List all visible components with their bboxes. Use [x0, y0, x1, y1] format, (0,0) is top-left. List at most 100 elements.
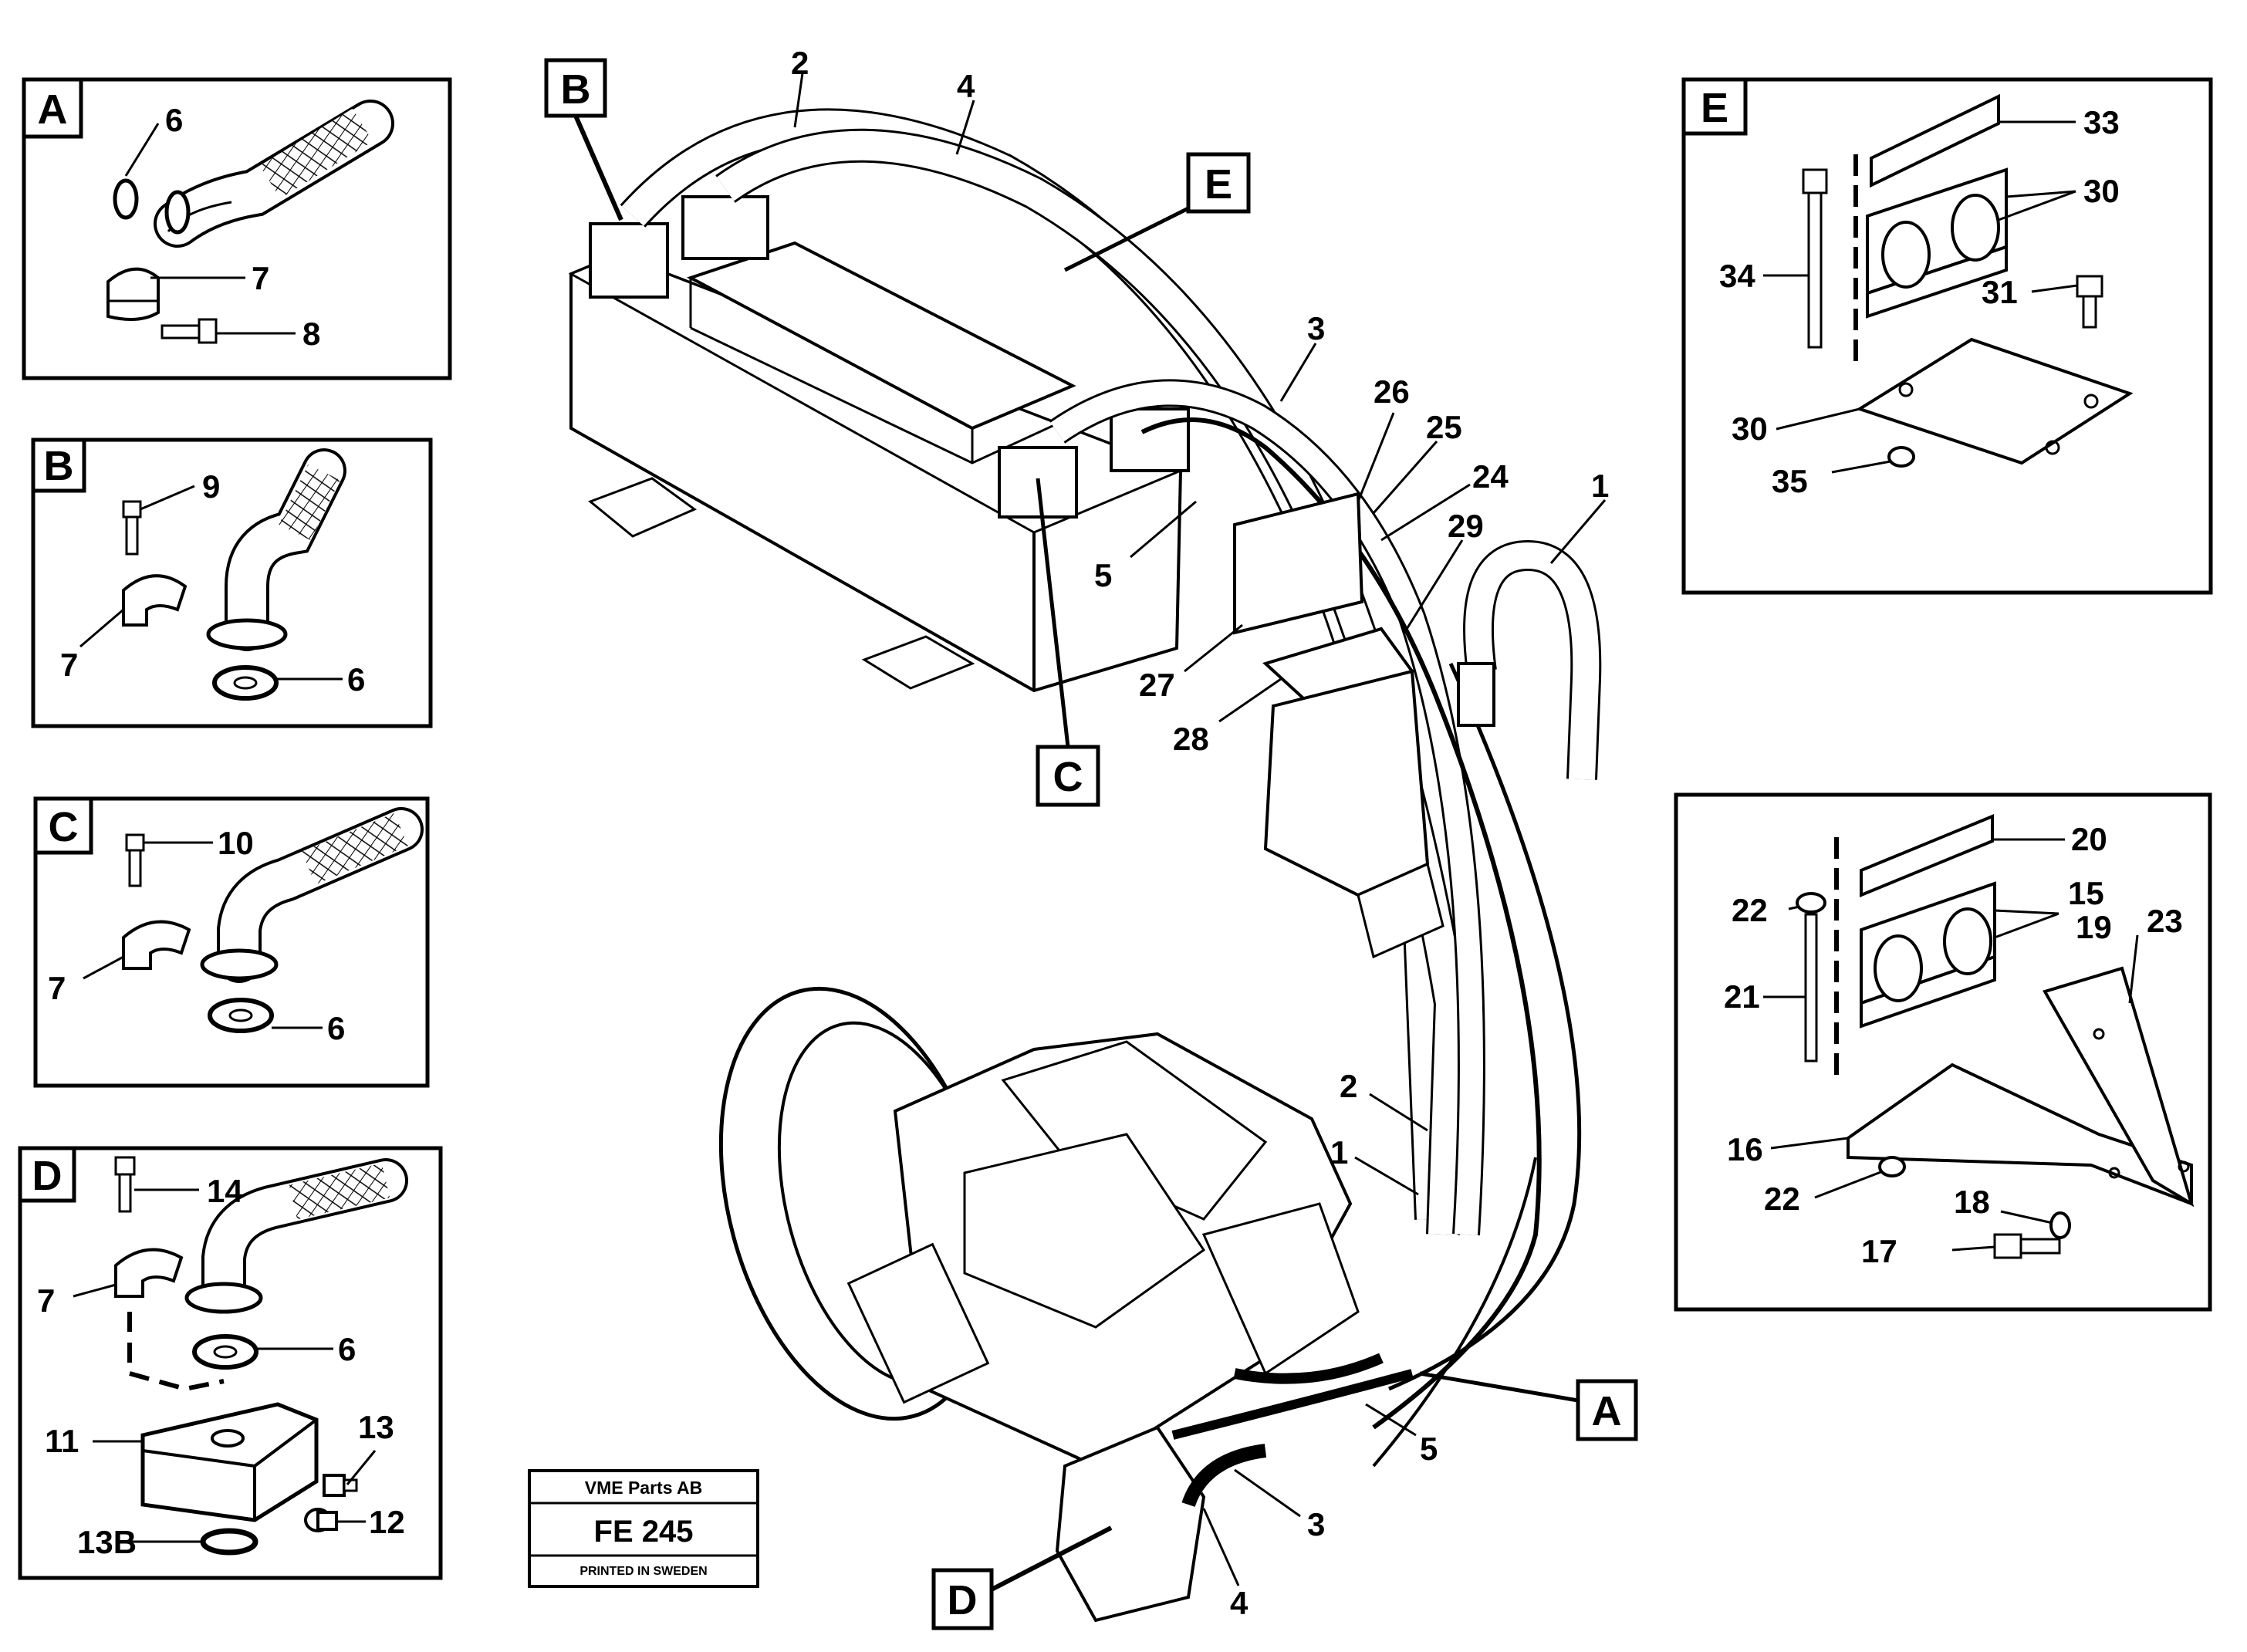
main-box-e-letter: E — [1205, 161, 1232, 208]
inset-d-callout-6: 6 — [338, 1331, 356, 1367]
inset-e-callout-30-bottom: 30 — [1732, 410, 1768, 447]
main-callout-24: 24 — [1472, 458, 1509, 495]
main-box-b-letter: B — [561, 66, 591, 113]
main-assembly: B E C A D 2 4 3 26 25 24 1 29 5 27 — [544, 45, 1638, 1630]
clamp-icon — [122, 574, 188, 627]
inset-d: D 14 — [18, 1146, 443, 1580]
inset-a-letter: A — [38, 86, 68, 133]
main-callout-3-bottom: 3 — [1307, 1506, 1325, 1542]
flange-ring-icon — [184, 1282, 263, 1314]
clamp-icon — [114, 1248, 184, 1298]
main-box-a-letter: A — [1592, 1388, 1622, 1434]
clamp-halves-icon — [1866, 167, 2008, 319]
inset-a: A 6 7 8 — [22, 77, 452, 380]
inset-d-letter-box — [18, 1146, 76, 1203]
bolt-icon — [114, 1156, 136, 1213]
inset-bracket-callout-18: 18 — [1954, 1184, 1990, 1220]
cover-plate-icon — [1870, 93, 2000, 188]
motor-assembly-icon — [846, 1032, 1414, 1623]
inset-bracket: 20 22 15 19 23 21 16 22 18 17 — [1674, 792, 2212, 1312]
inset-b-callout-6: 6 — [347, 661, 365, 698]
main-box-d-letter: D — [948, 1577, 978, 1623]
stud-icon — [1796, 892, 1826, 1062]
inset-d-callout-12: 13B — [77, 1524, 137, 1560]
hose-loop-icon — [1457, 539, 1602, 780]
tank-housing-icon — [568, 241, 1184, 693]
inset-e-callout-35: 35 — [1772, 463, 1808, 499]
inset-c-letter-box — [33, 796, 93, 855]
title-block-footer: PRINTED IN SWEDEN — [579, 1565, 707, 1578]
main-callout-1-bottom: 1 — [1330, 1134, 1348, 1171]
washer-icon — [2049, 1211, 2071, 1239]
inset-e: E 33 30 34 — [1681, 77, 2213, 595]
plug-icon — [323, 1474, 358, 1497]
inset-c: C 10 7 6 — [33, 796, 430, 1088]
inset-c-callout-10: 10 — [218, 825, 254, 861]
bolt-icon — [2076, 275, 2103, 329]
inset-d-frame — [18, 1146, 443, 1580]
inset-bracket-callout-19: 19 — [2076, 909, 2112, 945]
inset-a-letter-box — [22, 77, 83, 139]
main-box-a — [1576, 1379, 1638, 1441]
bolt-icon — [160, 318, 218, 344]
main-box-d — [931, 1568, 994, 1630]
main-box-e — [1186, 152, 1251, 214]
flange-ring-icon — [200, 948, 279, 981]
inset-c-callout-7: 7 — [48, 970, 66, 1006]
main-callout-3-top: 3 — [1307, 310, 1325, 346]
main-box-c — [1036, 745, 1100, 807]
inset-b-callout-9: 9 — [202, 468, 220, 505]
inset-bracket-callout-22-top: 22 — [1732, 892, 1768, 928]
inset-d-callout-11: 11 — [45, 1423, 79, 1459]
title-block: VME Parts AB FE 245 PRINTED IN SWEDEN — [528, 1469, 759, 1588]
inset-b-letter-box — [31, 437, 86, 493]
valve-block-icon — [1233, 492, 1444, 959]
inset-a-frame — [22, 77, 452, 380]
inset-e-letter: E — [1701, 85, 1728, 131]
inset-bracket-frame — [1674, 792, 2212, 1312]
cover-plate-icon — [1860, 814, 1994, 897]
o-ring-icon — [200, 1528, 258, 1556]
inset-b-frame — [31, 437, 433, 728]
inset-b-letter: B — [44, 443, 74, 489]
main-callout-28: 28 — [1173, 721, 1209, 757]
flange-ring-icon — [206, 618, 288, 650]
inset-b-callout-7: 7 — [60, 647, 78, 683]
inset-c-frame — [33, 796, 430, 1088]
main-callout-4-top: 4 — [957, 68, 975, 104]
bolt-icon — [125, 833, 145, 887]
inset-d-letter: D — [32, 1153, 63, 1199]
main-callout-1-top: 1 — [1591, 468, 1609, 504]
connector-block-icon — [140, 1402, 319, 1522]
inset-bracket-callout-22-bottom: 22 — [1764, 1181, 1800, 1217]
inset-bracket-callout-23: 23 — [2147, 903, 2183, 939]
inset-d-callout-7: 7 — [37, 1282, 55, 1319]
main-callout-26: 26 — [1374, 373, 1410, 410]
inset-a-callout-8: 8 — [302, 316, 320, 352]
inset-bracket-callout-17: 17 — [1861, 1233, 1897, 1269]
long-bolt-icon — [1802, 168, 1828, 349]
washer-icon — [113, 178, 139, 220]
inset-bracket-callout-20: 20 — [2071, 821, 2107, 857]
main-callout-4-bottom: 4 — [1230, 1585, 1249, 1621]
inset-d-callout-13b: 12 — [369, 1504, 405, 1540]
inset-a-callout-7: 7 — [252, 260, 269, 296]
terminal-block-icon — [589, 195, 1190, 519]
inset-bracket-callout-21: 21 — [1724, 978, 1760, 1015]
title-block-company: VME Parts AB — [585, 1478, 703, 1498]
inset-e-callout-31: 31 — [1982, 274, 2018, 310]
bolt-icon — [122, 500, 142, 556]
plug-icon — [304, 1508, 338, 1532]
hose-fitting-icon — [154, 100, 394, 248]
nut-icon — [1878, 1156, 1906, 1177]
inset-bracket-callout-16: 16 — [1727, 1131, 1763, 1167]
angle-bracket-icon — [1847, 966, 2195, 1208]
inset-e-callout-33: 33 — [2083, 104, 2120, 140]
inset-bracket-callout-15: 15 — [2068, 875, 2104, 911]
main-callout-5-top: 5 — [1094, 557, 1112, 593]
elbow-fitting-icon — [201, 1158, 408, 1311]
inset-a-callout-6: 6 — [165, 102, 183, 138]
elbow-fitting-icon — [225, 448, 346, 651]
nut-icon — [1887, 446, 1915, 468]
main-callout-27: 27 — [1139, 667, 1175, 703]
